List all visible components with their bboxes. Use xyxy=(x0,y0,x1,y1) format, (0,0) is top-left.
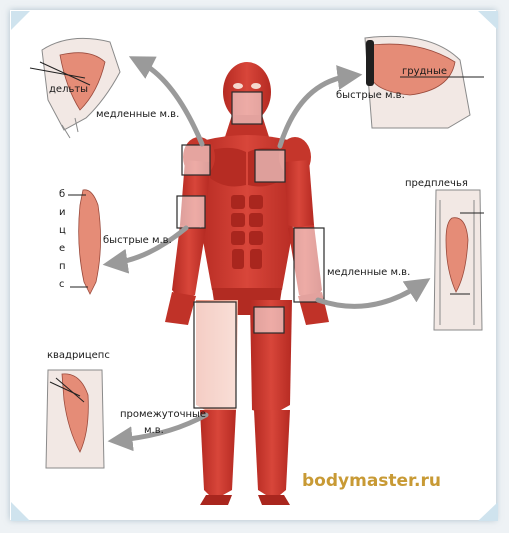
highlight-box-forearm xyxy=(293,227,325,303)
inset-quadriceps xyxy=(45,369,105,469)
label-intermediate-fibers-2: м.в. xyxy=(144,425,164,436)
brand-watermark: bodymaster.ru xyxy=(302,471,441,491)
svg-text:б: б xyxy=(59,189,65,200)
corner-curl-bottom-left xyxy=(11,502,30,521)
highlight-box-pectoral xyxy=(254,149,286,183)
label-slow-fibers-top: медленные м.в. xyxy=(96,109,179,120)
highlight-box-quadriceps xyxy=(193,301,237,409)
svg-text:с: с xyxy=(59,279,65,290)
corner-curl-top-left xyxy=(11,11,30,30)
highlight-box-deltoid xyxy=(181,144,211,176)
svg-text:ц: ц xyxy=(59,225,66,236)
label-quadriceps: квадрицепс xyxy=(47,350,110,361)
arrow-to-quadriceps xyxy=(107,412,209,452)
arrow-to-forearm xyxy=(315,278,431,309)
highlight-box-head xyxy=(231,91,263,125)
highlight-box-hip xyxy=(253,306,285,334)
label-fast-fibers-top: быстрые м.в. xyxy=(336,90,405,101)
highlight-box-biceps xyxy=(176,195,206,229)
label-forearm: предплечья xyxy=(405,178,468,189)
inset-biceps xyxy=(68,189,101,295)
label-slow-fibers-right: медленные м.в. xyxy=(327,267,410,278)
corner-curl-bottom-right xyxy=(478,502,498,521)
svg-text:и: и xyxy=(59,207,66,218)
label-intermediate-fibers-1: промежуточные xyxy=(120,409,206,420)
inset-deltoid xyxy=(29,37,121,139)
inset-forearm xyxy=(433,189,484,331)
svg-text:е: е xyxy=(59,243,65,254)
arrow-to-pectoral xyxy=(277,65,363,149)
arrow-to-biceps xyxy=(102,225,189,274)
label-fast-fibers-left: быстрые м.в. xyxy=(103,235,172,246)
corner-curl-top-right xyxy=(478,11,498,30)
arrow-to-deltoid xyxy=(128,56,205,147)
label-deltoid: дельты xyxy=(49,84,88,95)
label-biceps-vertical: б и ц е п с xyxy=(59,189,66,290)
svg-text:п: п xyxy=(59,261,66,272)
inset-pectoral xyxy=(364,35,484,129)
label-pectoral: грудные xyxy=(402,66,447,77)
